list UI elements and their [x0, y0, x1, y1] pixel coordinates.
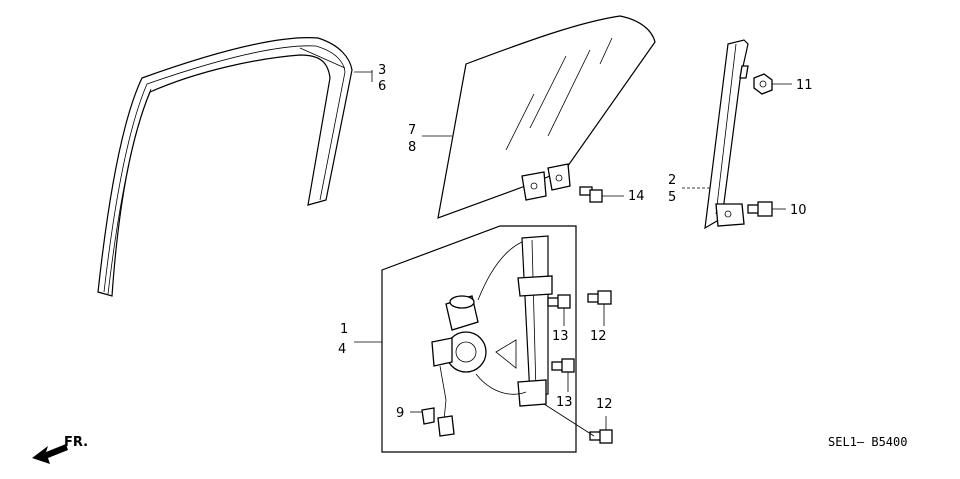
run-channel [97, 37, 353, 297]
diagram-code: SEL1— B5400 [828, 435, 907, 449]
callout-13a: 13 [552, 329, 569, 344]
front-indicator-label: FR. [64, 435, 88, 450]
front-arrow-icon [32, 444, 68, 464]
leader-lines [354, 70, 792, 437]
bolt-part-12a [587, 290, 612, 305]
callout-1: 1 [340, 322, 348, 337]
callout-labels: 3 6 7 8 11 2 5 14 10 1 4 13 12 13 12 9 [338, 63, 813, 421]
callout-9: 9 [396, 406, 404, 421]
door-glass [437, 15, 656, 219]
regulator-frame [381, 225, 577, 453]
callout-7: 7 [408, 123, 416, 138]
callout-2: 2 [668, 173, 676, 188]
nut-part [753, 73, 773, 95]
bolt-part-13a [547, 294, 571, 309]
callout-6: 6 [378, 79, 386, 94]
callout-5: 5 [668, 190, 676, 205]
callout-12b: 12 [596, 397, 613, 412]
clip-part-9 [421, 407, 435, 425]
bolt-part-10 [747, 201, 773, 217]
callout-8: 8 [408, 140, 416, 155]
window-regulator [431, 235, 553, 437]
callout-3: 3 [378, 63, 386, 78]
callout-10: 10 [790, 203, 807, 218]
bolt-part-13b [551, 358, 575, 373]
callout-12a: 12 [590, 329, 607, 344]
callout-14: 14 [628, 189, 645, 204]
callout-13b: 13 [556, 395, 573, 410]
callout-11: 11 [796, 78, 813, 93]
callout-4: 4 [338, 342, 346, 357]
front-indicator: FR. [32, 435, 88, 464]
center-sash [704, 39, 749, 230]
bolt-part-12b [589, 429, 613, 444]
bolt-part-14 [579, 186, 603, 203]
